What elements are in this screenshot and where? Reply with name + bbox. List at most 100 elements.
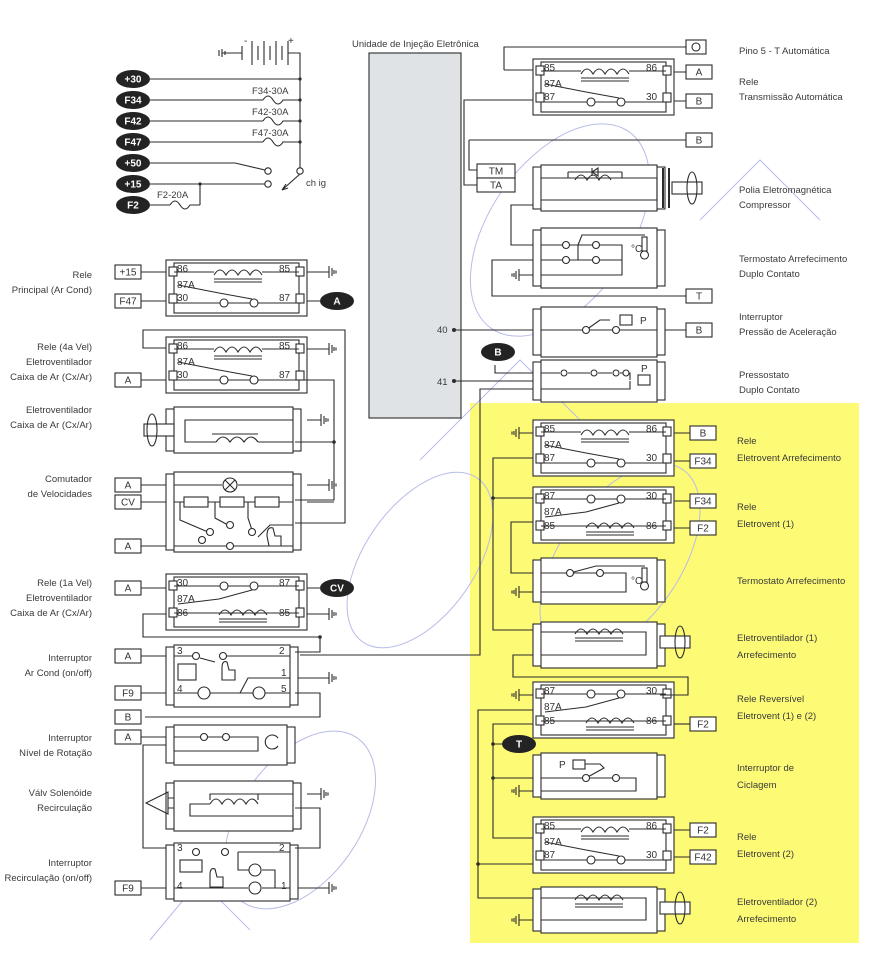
connector-tag[interactable]: A	[114, 648, 142, 664]
connector-tag[interactable]: B	[685, 132, 713, 148]
component-label: de Velocidades	[28, 489, 93, 500]
switch-wire	[541, 372, 631, 390]
coil-icon	[215, 436, 259, 443]
pin-number: 86	[177, 264, 189, 275]
contact-icon	[590, 369, 598, 377]
contact-icon	[197, 535, 207, 545]
tag-box	[114, 293, 142, 309]
thermometer-bulb	[639, 581, 650, 591]
tag-box	[114, 880, 142, 896]
connector-tag[interactable]: F34	[689, 493, 717, 509]
fuse-label: F34-30A	[252, 86, 289, 97]
connector-tag[interactable]: +15	[114, 264, 142, 280]
fan-icon	[671, 171, 703, 205]
contact-icon	[586, 458, 596, 468]
pin-number: 87	[544, 686, 556, 697]
component-label: Polia Eletromagnética	[739, 185, 832, 196]
pin-number: 87A	[544, 702, 562, 713]
wire	[674, 500, 690, 529]
connector-tag[interactable]: B	[685, 93, 713, 109]
component-body	[540, 621, 658, 669]
contact-icon	[561, 255, 571, 265]
pin-number: 87	[544, 850, 556, 861]
contact-icon	[219, 375, 229, 385]
contact-icon	[199, 732, 209, 742]
throttle-pressure-switch	[532, 306, 666, 358]
bus-oval: F2	[116, 196, 150, 214]
oval-label: F2	[127, 201, 139, 212]
thermo-wire	[541, 244, 623, 276]
component-label: Principal (Ar Cond)	[12, 285, 92, 296]
switch-lever	[199, 657, 216, 663]
component-label: Duplo Contato	[739, 269, 800, 280]
tag-box	[114, 729, 142, 745]
recirc-switch	[165, 842, 299, 902]
connector-tag[interactable]: F34	[689, 453, 717, 469]
tag-box	[689, 822, 717, 838]
connector-tag[interactable]: B	[685, 322, 713, 338]
component-label: Eletrovent Arrefecimento	[737, 453, 841, 464]
contact-icon	[586, 97, 596, 107]
tag-box	[114, 580, 142, 596]
component-label: Eletroventilador	[26, 593, 92, 604]
component-label: Rele (1a Vel)	[37, 578, 92, 589]
connector-tag[interactable]: A	[114, 372, 142, 388]
connector-tag[interactable]: T	[685, 288, 713, 304]
tag-label: A	[125, 542, 132, 553]
connector-tag[interactable]: F47	[114, 293, 142, 309]
component-body	[540, 886, 658, 934]
tag-box	[689, 425, 717, 441]
contact-icon	[249, 375, 259, 385]
pin-number: 5	[281, 684, 287, 695]
connector-tag[interactable]: A	[114, 477, 142, 493]
oval-label: B	[494, 348, 501, 359]
tag-label: A	[125, 652, 132, 663]
pin-number: 87A	[544, 837, 562, 848]
tag-box	[685, 93, 713, 109]
component-label: Rele	[72, 270, 92, 281]
hand-icon	[209, 868, 224, 888]
lamp-cross	[224, 479, 236, 491]
connector-tag[interactable]: F2	[689, 716, 717, 732]
connector-tag[interactable]: F42	[689, 849, 717, 865]
ignition-switch-label: ch ig	[306, 178, 326, 189]
rotation-icon	[264, 734, 279, 750]
connector-tag[interactable]: A	[114, 538, 142, 554]
contact-icon	[249, 298, 259, 308]
oval-shape	[116, 196, 150, 214]
lamp-icon	[197, 686, 211, 700]
contact-icon	[611, 773, 621, 783]
connector-tag[interactable]: F2	[689, 520, 717, 536]
component-label: Caixa de Ar (Cx/Ar)	[10, 372, 92, 383]
pin-number: 30	[646, 686, 658, 697]
connector-tag[interactable]: F9	[114, 685, 142, 701]
component-label: Interruptor	[48, 733, 92, 744]
pin-number: 87A	[177, 357, 195, 368]
pin-number: 4	[177, 881, 183, 892]
pin-number: 30	[177, 578, 189, 589]
contact-icon	[565, 568, 575, 578]
fan-blade	[674, 891, 686, 925]
component-label: Eletroventilador (1)	[737, 633, 817, 644]
connector-tag[interactable]: B	[114, 709, 142, 725]
pin-terminal	[535, 453, 545, 464]
component-label: Eletrovent (1) e (2)	[737, 711, 816, 722]
connector-tag[interactable]: TM	[476, 163, 516, 179]
coil-core	[575, 637, 623, 642]
oval-shape	[116, 70, 150, 88]
motor-wire	[541, 631, 647, 656]
connector-tag[interactable]: B	[689, 425, 717, 441]
fan-blade	[674, 625, 686, 659]
motor-wire	[184, 419, 293, 443]
connector-tag[interactable]: F9	[114, 880, 142, 896]
connector-tag[interactable]: A	[114, 580, 142, 596]
ground-symbol	[315, 672, 337, 684]
connector-tag[interactable]: A	[114, 729, 142, 745]
component-label: Eletrovent (2)	[737, 849, 794, 860]
connector-tag[interactable]: F2	[689, 822, 717, 838]
connector-tag[interactable]: CV	[114, 494, 142, 510]
connector-tag[interactable]: TA	[476, 177, 516, 193]
connector-tag[interactable]: A	[685, 64, 713, 80]
contact-icon	[616, 97, 626, 107]
